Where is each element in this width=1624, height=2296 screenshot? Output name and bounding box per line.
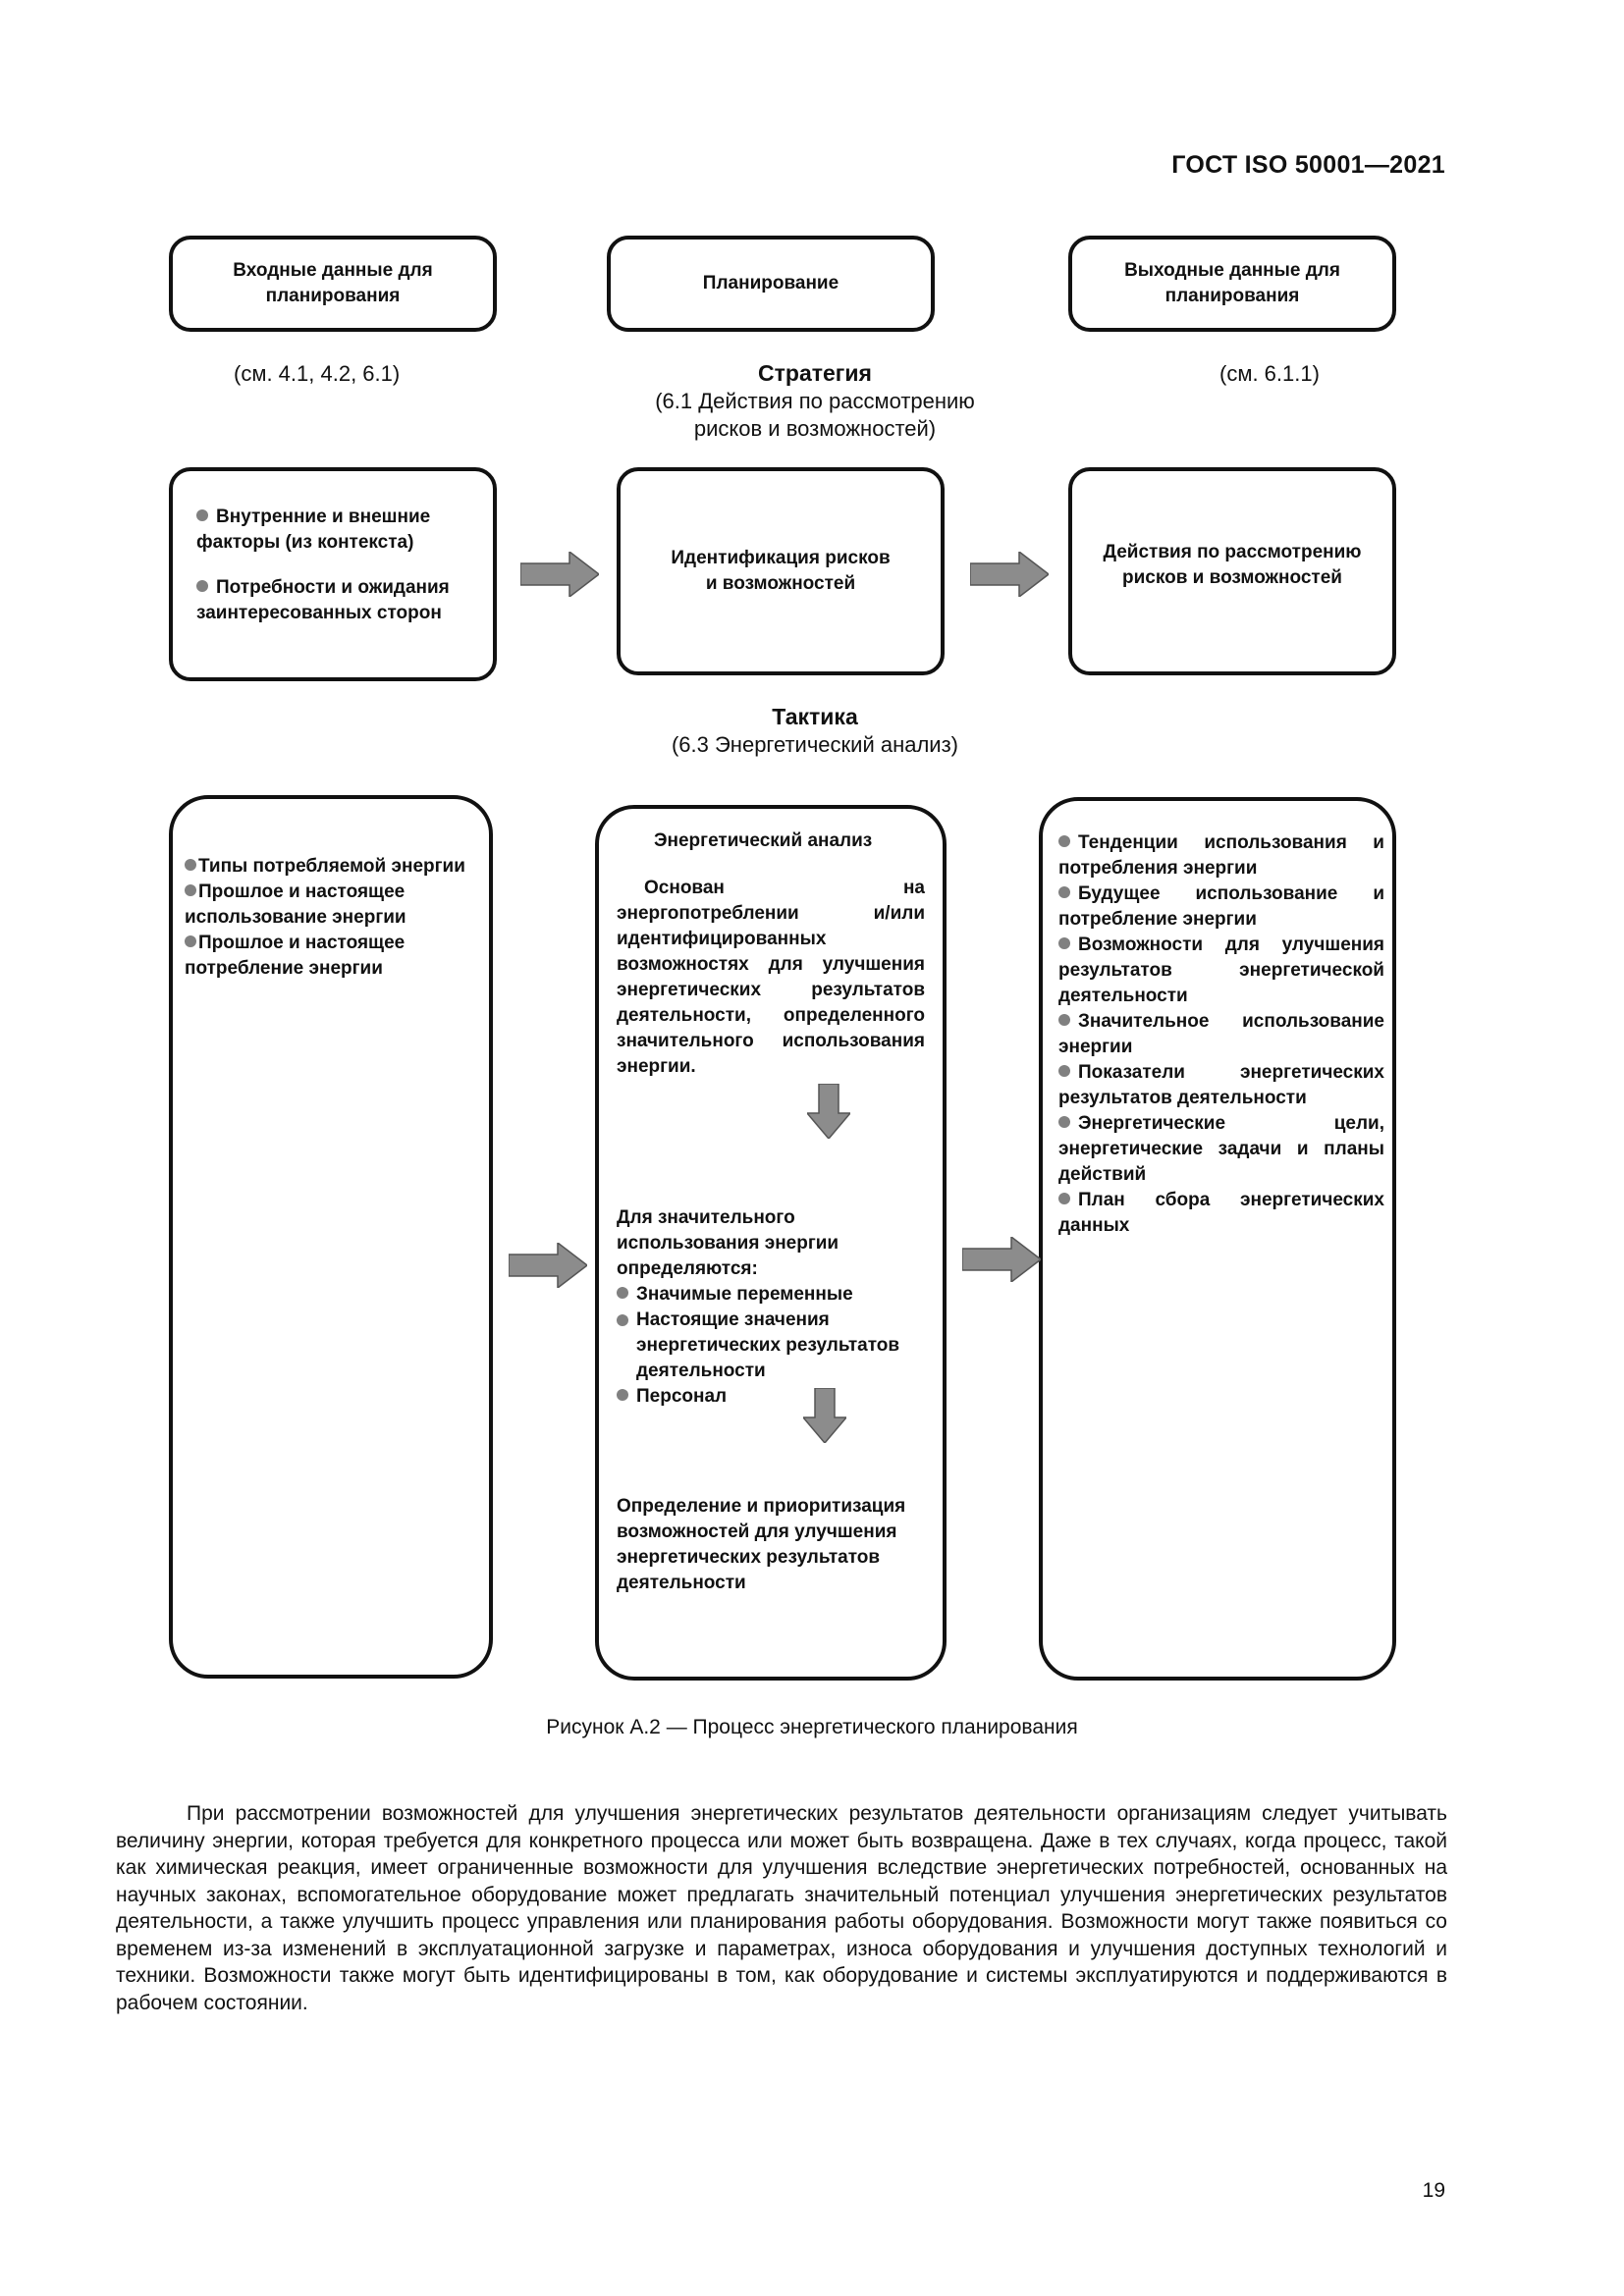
output-ref: (см. 6.1.1) [1219,361,1320,386]
input-title-box: Входные данные для планирования [169,236,497,332]
strategy-planning-text: Идентификация рисков и возможностей [671,548,891,594]
strategy-planning-box: Идентификация рисков и возможностей [617,467,945,675]
energy-analysis-title: Энергетический анализ [654,830,873,851]
bullet-icon [185,859,196,871]
planning-step2-item: Настоящие значения энергетических резуль… [617,1308,925,1384]
planning-title: Планирование [702,273,839,294]
planning-title-box: Планирование [607,236,935,332]
body-paragraph: При рассмотрении возможностей для улучше… [116,1802,1447,2014]
tactics-input-item: Прошлое и настоящее потребление энергии [185,933,406,979]
planning-step2-item: Персонал [617,1384,925,1410]
strategy-input-box: Внутренние и внешние факторы (из контекс… [169,467,497,681]
bullet-icon [1058,1116,1070,1128]
input-title: Входные данные для планирования [233,260,433,306]
strategy-heading: Стратегия (6.1 Действия по рассмотрению … [628,359,1001,443]
output-title: Выходные данные для планирования [1124,260,1340,306]
bullet-icon [1058,937,1070,949]
output-title-box: Выходные данные для планирования [1068,236,1396,332]
bullet-icon [1058,1193,1070,1204]
strategy-input-item: Внутренние и внешние факторы (из контекс… [196,507,431,553]
right-arrow-icon [970,552,1049,597]
strategy-input-item: Потребности и ожидания заинтересованных … [196,577,450,623]
down-arrow-icon [807,1084,850,1139]
tactics-subtitle: (6.3 Энергетический анализ) [671,732,959,757]
tactics-output-item: Будущее использование и потребление энер… [1058,883,1384,930]
page-number: 19 [1422,2179,1445,2202]
tactics-output-item: Значительное использование энергии [1058,1011,1384,1057]
planning-step3: Определение и приоритизация возможностей… [617,1496,906,1593]
bullet-icon [617,1314,628,1326]
strategy-output-text: Действия по рассмотрению рисков и возмож… [1103,542,1362,588]
planning-step2-item: Значимые переменные [617,1282,925,1308]
tactics-output-box: Тенденции использования и потребления эн… [1039,797,1396,1681]
tactics-planning-box: Энергетический анализ Основан на энергоп… [595,805,947,1681]
document-id: ГОСТ ISO 50001—2021 [1171,151,1445,179]
bullet-icon [185,935,196,947]
planning-step1: Основан на энергопотреблении и/или идент… [617,878,925,1077]
bullet-icon [1058,886,1070,898]
input-ref: (см. 4.1, 4.2, 6.1) [234,361,401,386]
tactics-title: Тактика [772,704,858,729]
tactics-output-item: Энергетические цели, энергетические зада… [1058,1113,1384,1185]
bullet-icon [617,1389,628,1401]
tactics-input-item: Типы потребляемой энергии [185,854,469,880]
bullet-icon [196,509,208,521]
tactics-input-item: Прошлое и настоящее использование энерги… [185,881,406,928]
tactics-output-item: Тенденции использования и потребления эн… [1058,832,1384,879]
bullet-icon [617,1287,628,1299]
tactics-heading: Тактика (6.3 Энергетический анализ) [628,703,1001,759]
strategy-output-box: Действия по рассмотрению рисков и возмож… [1068,467,1396,675]
strategy-subtitle: (6.1 Действия по рассмотрению рисков и в… [655,389,975,441]
figure-caption: Рисунок А.2 — Процесс энергетического пл… [546,1716,1078,1738]
tactics-output-item: Возможности для улучшения результатов эн… [1058,934,1384,1006]
bullet-icon [185,884,196,896]
tactics-output-item: План сбора энергетических данных [1058,1190,1384,1236]
planning-step2-intro: Для значительного использования энергии … [617,1207,839,1279]
bullet-icon [196,580,208,592]
strategy-title: Стратегия [758,360,872,386]
right-arrow-icon [962,1237,1041,1282]
bullet-icon [1058,835,1070,847]
right-arrow-icon [520,552,599,597]
bullet-icon [1058,1014,1070,1026]
bullet-icon [1058,1065,1070,1077]
tactics-input-box: Типы потребляемой энергии Прошлое и наст… [169,795,493,1679]
down-arrow-icon [803,1388,846,1443]
tactics-output-item: Показатели энергетических результатов де… [1058,1062,1384,1108]
right-arrow-icon [509,1243,587,1288]
